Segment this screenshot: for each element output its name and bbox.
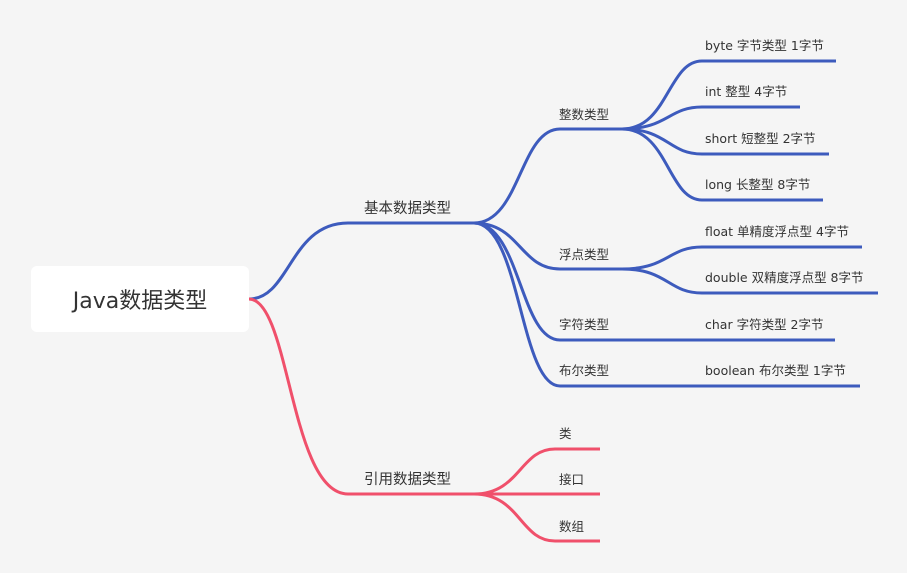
leaf-int[interactable]: int 整型 4字节 xyxy=(705,84,788,99)
leaf-array[interactable]: 数组 xyxy=(559,519,585,534)
leaf-double[interactable]: double 双精度浮点型 8字节 xyxy=(705,270,864,285)
root-node[interactable]: Java数据类型 xyxy=(31,266,249,332)
edge-reference-array xyxy=(473,492,600,543)
root-label: Java数据类型 xyxy=(72,289,208,314)
node-reference-types[interactable]: 引用数据类型 xyxy=(364,472,451,488)
edge-basic-char xyxy=(473,221,702,342)
edge-integer-int xyxy=(621,105,800,131)
edge-integer-byte xyxy=(621,59,836,131)
leaf-class[interactable]: 类 xyxy=(559,426,572,441)
edge-basic-integer xyxy=(473,127,622,225)
leaf-long[interactable]: long 长整型 8字节 xyxy=(705,177,811,192)
edge-integer-long xyxy=(621,127,823,202)
leaf-interface[interactable]: 接口 xyxy=(559,472,585,487)
leaf-float[interactable]: float 单精度浮点型 4字节 xyxy=(705,224,849,239)
edge-root-basic xyxy=(248,221,474,301)
edge-float-double xyxy=(621,267,878,295)
edge-float-float xyxy=(621,245,862,271)
edge-basic-float xyxy=(473,221,622,271)
edge-root-reference xyxy=(248,297,474,496)
node-integer-types[interactable]: 整数类型 xyxy=(559,107,610,122)
node-float-types[interactable]: 浮点类型 xyxy=(559,247,610,262)
leaf-short[interactable]: short 短整型 2字节 xyxy=(705,131,816,146)
edge-integer-short xyxy=(621,127,829,156)
edge-basic-boolean xyxy=(473,221,702,388)
leaf-byte[interactable]: byte 字节类型 1字节 xyxy=(705,38,824,53)
leaf-boolean[interactable]: boolean 布尔类型 1字节 xyxy=(705,363,846,378)
edge-reference-class xyxy=(473,447,600,496)
node-char-types[interactable]: 字符类型 xyxy=(559,317,610,332)
leaf-char[interactable]: char 字符类型 2字节 xyxy=(705,317,824,332)
node-basic-types[interactable]: 基本数据类型 xyxy=(364,201,451,217)
node-boolean-types[interactable]: 布尔类型 xyxy=(559,363,610,378)
